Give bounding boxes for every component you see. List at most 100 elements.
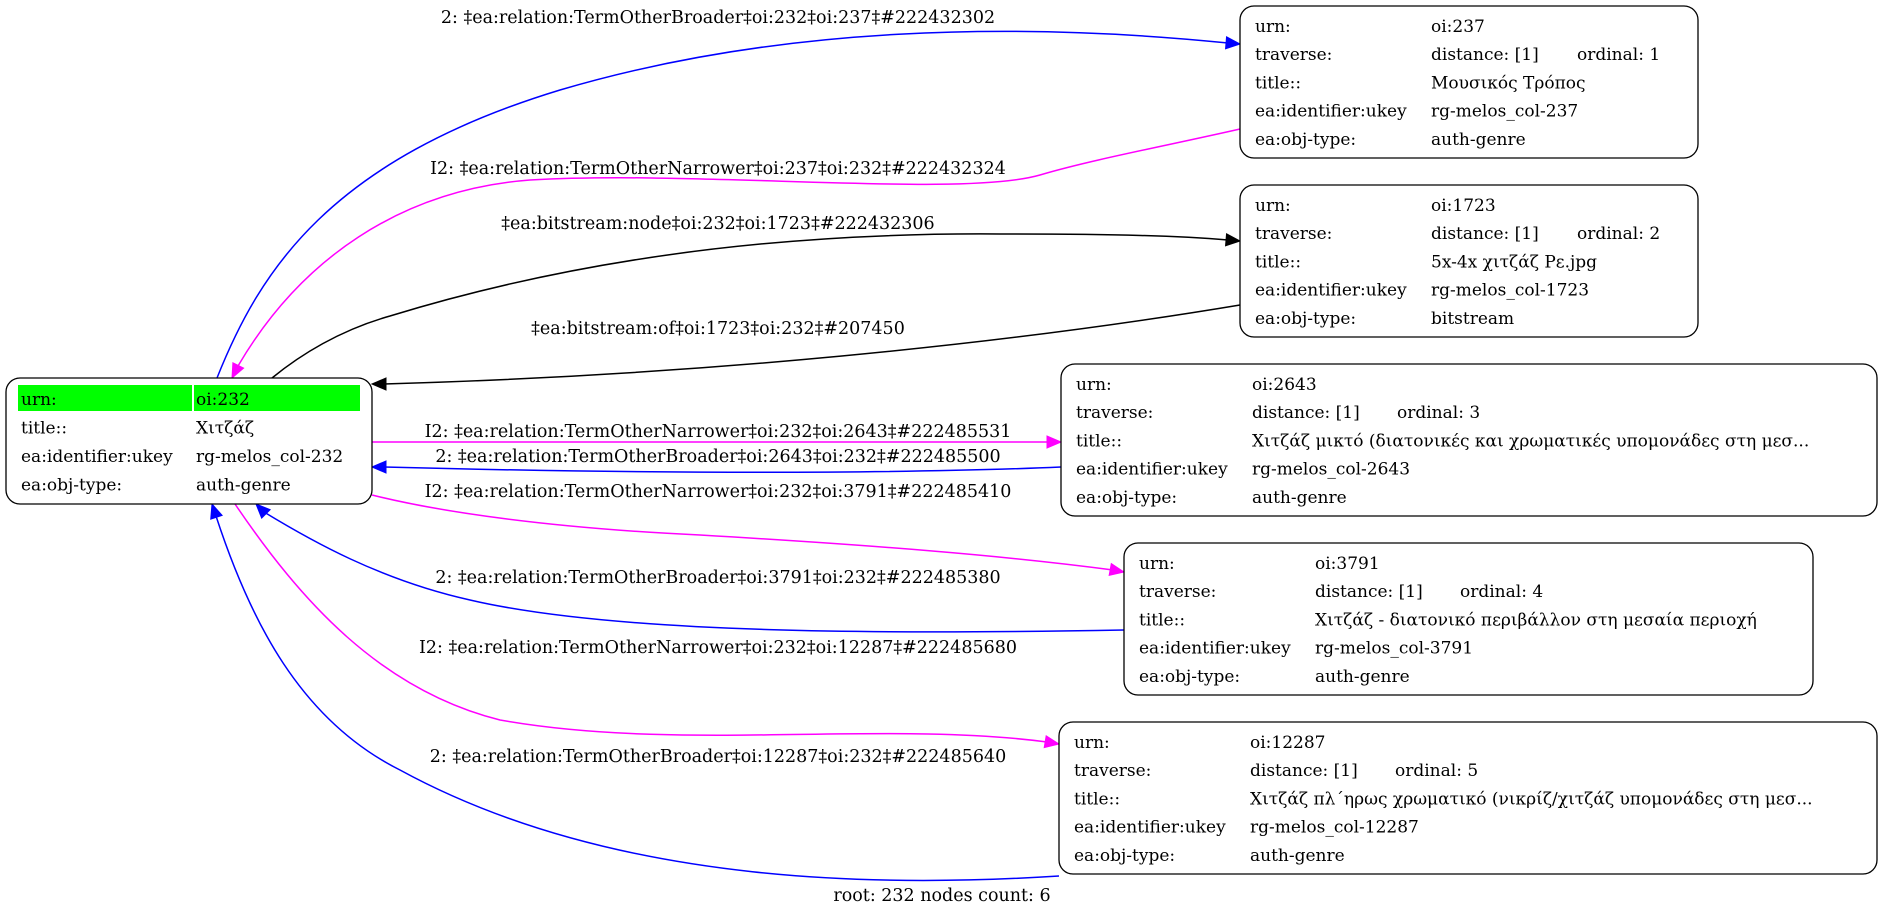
node-field-value: rg-melos_col-2643: [1252, 460, 1410, 480]
node-field-key: urn:: [1255, 196, 1291, 216]
node-field-key: title::: [1139, 610, 1185, 630]
edge-label: I2: ‡ea:relation:TermOtherNarrower‡oi:23…: [430, 159, 1006, 179]
edge-line: [216, 30, 1229, 379]
edge-label: ‡ea:bitstream:node‡oi:232‡oi:1723‡#22243…: [501, 214, 934, 234]
node-field-value: oi:1723: [1431, 196, 1496, 216]
node-field-value: rg-melos_col-232: [196, 447, 343, 467]
node-field-value: Χιτζάζ πλ΄ηρως χρωματικό (νικρίζ/χιτζάζ …: [1250, 789, 1813, 809]
edge-narrower[interactable]: [231, 128, 1241, 380]
edge-arrowhead: [210, 502, 223, 520]
edge-narrower[interactable]: [371, 494, 1126, 577]
edge-label: 2: ‡ea:relation:TermOtherBroader‡oi:2643…: [435, 447, 1000, 467]
node-field-value: oi:12287: [1250, 733, 1325, 753]
graph-node[interactable]: urn: oi:237 traverse: distance: [1] ordinal:…: [1239, 5, 1699, 159]
node-field-ordinal: ordinal: 2: [1577, 224, 1660, 244]
edge-arrowhead: [1046, 435, 1063, 449]
node-field-key: title::: [21, 419, 67, 439]
edge-broader[interactable]: [210, 502, 1060, 882]
edge-broader[interactable]: [370, 460, 1062, 474]
node-field-key: traverse:: [1255, 45, 1332, 65]
node-field-key: ea:identifier:ukey: [1255, 281, 1407, 301]
node-field-value: rg-melos_col-237: [1431, 102, 1578, 122]
root-node[interactable]: urn: oi:232title::Χιτζάζea:identifier:uke…: [5, 377, 373, 505]
node-field-value: Χιτζάζ - διατονικό περιβάλλον στη μεσαία…: [1315, 610, 1757, 630]
edge-label: 2: ‡ea:relation:TermOtherBroader‡oi:232‡…: [441, 8, 995, 28]
edge-broader[interactable]: [216, 30, 1242, 379]
node-field-key: ea:obj-type:: [1076, 488, 1177, 508]
node-field-value: oi:232: [196, 390, 250, 410]
edge-line: [237, 128, 1241, 367]
node-field-value: bitstream: [1431, 309, 1514, 329]
node-field-value: auth-genre: [1431, 130, 1526, 150]
edges-layer: [210, 30, 1242, 882]
node-field-key: ea:obj-type:: [21, 476, 122, 496]
node-field-value: auth-genre: [196, 476, 291, 496]
node-field-value: distance: [1]: [1315, 582, 1423, 602]
node-field-key: urn:: [1255, 17, 1291, 37]
edge-label: I2: ‡ea:relation:TermOtherNarrower‡oi:23…: [419, 638, 1017, 658]
node-field-value: distance: [1]: [1252, 403, 1360, 423]
node-field-key: title::: [1074, 789, 1120, 809]
node-field-key: traverse:: [1074, 761, 1151, 781]
node-field-value: distance: [1]: [1431, 45, 1539, 65]
node-field-key: urn:: [21, 390, 57, 410]
edge-arrowhead: [1224, 36, 1242, 50]
node-field-value: auth-genre: [1252, 488, 1347, 508]
node-field-value: Χιτζάζ: [196, 419, 254, 439]
node-field-key: title::: [1076, 431, 1122, 451]
edge-line: [215, 515, 1060, 882]
edge-arrowhead: [370, 460, 387, 474]
edge-line: [383, 466, 1062, 473]
edge-arrowhead: [231, 362, 245, 380]
node-field-value: rg-melos_col-12287: [1250, 818, 1419, 838]
node-field-value: oi:3791: [1315, 554, 1380, 574]
node-field-key: ea:identifier:ukey: [1139, 639, 1291, 659]
node-field-ordinal: ordinal: 4: [1460, 582, 1543, 602]
node-field-ordinal: ordinal: 5: [1395, 761, 1478, 781]
node-field-key: ea:identifier:ukey: [21, 447, 173, 467]
edge-narrower[interactable]: [372, 435, 1063, 449]
edge-arrowhead: [370, 377, 387, 391]
graph-footer-label: root: 232 nodes count: 6: [833, 886, 1050, 906]
node-field-value: rg-melos_col-3791: [1315, 639, 1473, 659]
node-field-key: ea:obj-type:: [1255, 130, 1356, 150]
node-field-key: ea:obj-type:: [1139, 667, 1240, 687]
edge-arrowhead: [1224, 233, 1242, 247]
node-field-value: auth-genre: [1315, 667, 1410, 687]
node-field-value: distance: [1]: [1431, 224, 1539, 244]
node-field-value: Χιτζάζ μικτό (διατονικές και χρωματικές …: [1252, 431, 1809, 451]
node-field-ordinal: ordinal: 1: [1577, 45, 1660, 65]
node-field-value: Μουσικός Τρόπος: [1431, 73, 1586, 93]
node-field-key: traverse:: [1139, 582, 1216, 602]
node-field-key: ea:obj-type:: [1074, 846, 1175, 866]
node-field-value: oi:237: [1431, 17, 1485, 37]
node-box: [1239, 5, 1699, 159]
edge-line: [234, 503, 1048, 743]
node-box: [1123, 542, 1814, 696]
edge-label: ‡ea:bitstream:of‡oi:1723‡oi:232‡#207450: [531, 319, 905, 339]
node-field-key: ea:identifier:ukey: [1076, 460, 1228, 480]
edge-broader[interactable]: [255, 503, 1125, 633]
graph-node[interactable]: urn: oi:1723 traverse: distance: [1] ordinal…: [1239, 184, 1699, 338]
node-field-key: traverse:: [1255, 224, 1332, 244]
edge-line: [263, 511, 1125, 633]
node-box: [1239, 184, 1699, 338]
edge-label: 2: ‡ea:relation:TermOtherBroader‡oi:1228…: [430, 747, 1006, 767]
node-field-key: title::: [1255, 73, 1301, 93]
edge-arrowhead: [1108, 562, 1126, 577]
highlight-key-cell: [18, 385, 192, 411]
node-field-key: ea:identifier:ukey: [1074, 818, 1226, 838]
edge-bitstream[interactable]: [370, 304, 1241, 391]
edge-bitstream[interactable]: [271, 233, 1242, 379]
node-field-key: urn:: [1076, 375, 1112, 395]
edge-line: [383, 304, 1241, 385]
node-field-value: rg-melos_col-1723: [1431, 281, 1589, 301]
node-field-value: auth-genre: [1250, 846, 1345, 866]
node-field-key: ea:obj-type:: [1255, 309, 1356, 329]
edge-arrowhead: [1043, 734, 1061, 749]
edge-narrower[interactable]: [234, 503, 1061, 749]
